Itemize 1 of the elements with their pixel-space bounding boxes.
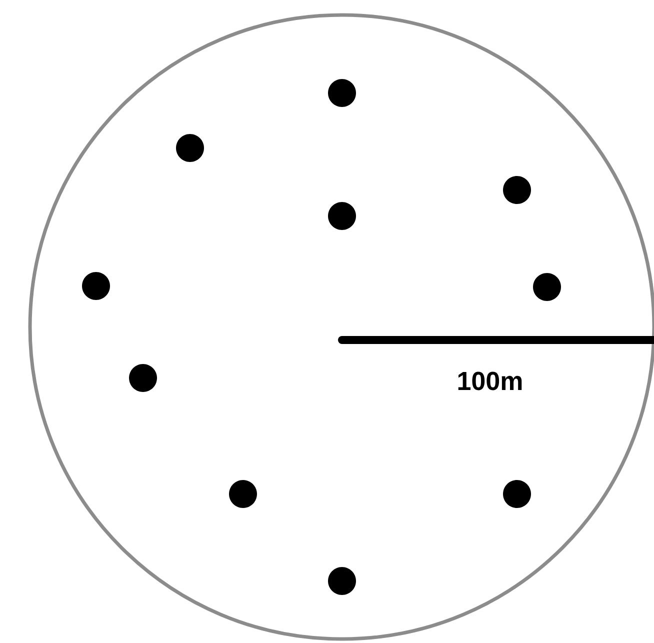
- dimension-label: 100m: [458, 372, 522, 390]
